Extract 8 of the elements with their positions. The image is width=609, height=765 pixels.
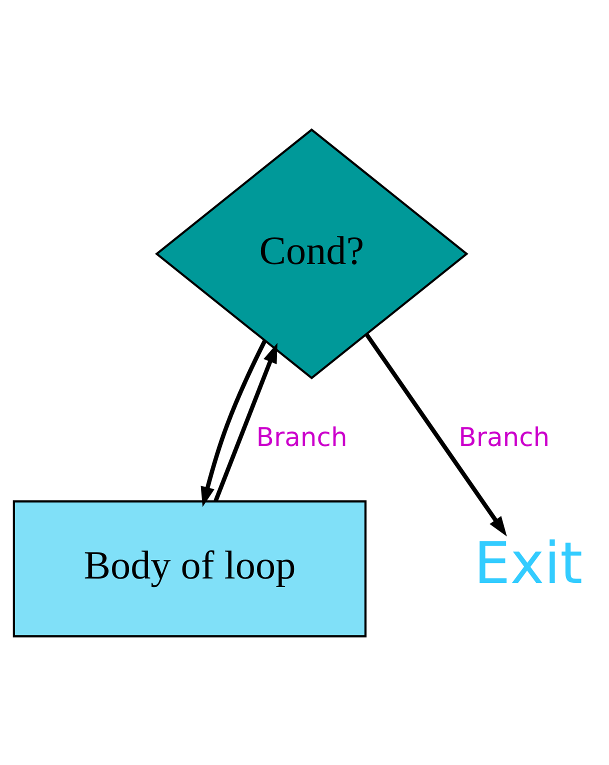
node-box: Body of loop xyxy=(12,500,367,637)
arrow xyxy=(214,342,278,502)
edge-label: Branch xyxy=(256,422,348,452)
node-text: Exit xyxy=(474,530,583,597)
node-diamond: Cond? xyxy=(154,128,468,379)
arrow xyxy=(364,332,507,536)
arrow xyxy=(200,339,267,507)
edge-label: Branch xyxy=(458,422,550,452)
